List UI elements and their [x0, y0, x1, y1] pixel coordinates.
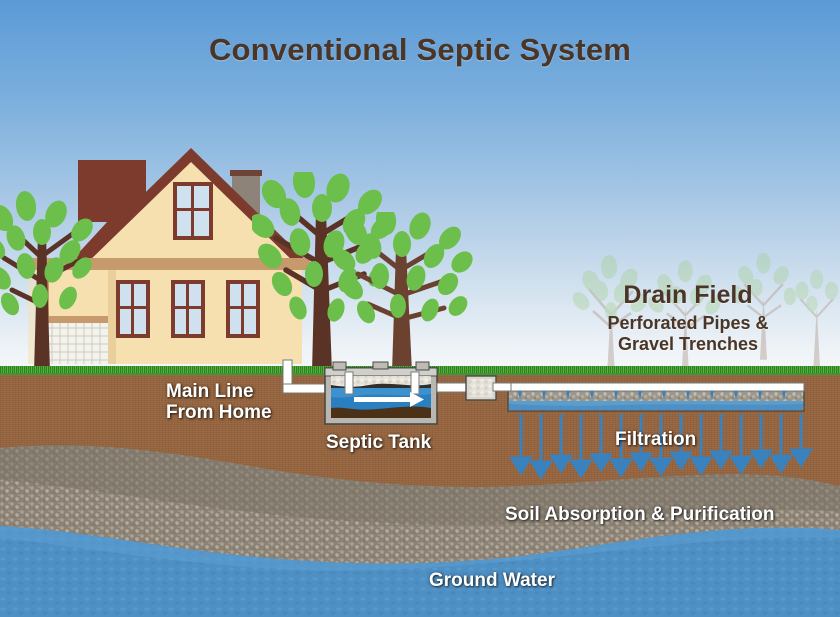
distribution-box: [465, 375, 497, 401]
label-main-line-1: Main Line: [166, 381, 254, 402]
label-ground-water: Ground Water: [429, 570, 555, 591]
tree-far-left: [0, 191, 93, 372]
page-title: Conventional Septic System: [208, 32, 632, 67]
flow-arrow: [354, 392, 424, 407]
perforated-pipe: [495, 382, 805, 392]
ground-cross-section: [0, 366, 840, 617]
subsurface-layers: [0, 445, 840, 617]
septic-tank: [324, 361, 438, 425]
label-soil-absorption: Soil Absorption & Purification: [505, 504, 775, 525]
label-drain-field-sub2: Gravel Trenches: [617, 334, 759, 354]
label-septic-tank: Septic Tank: [326, 432, 432, 453]
tank-outlet-pipe: [436, 382, 468, 393]
background-trees: [572, 252, 839, 375]
label-drain-field-sub1: Perforated Pipes &: [607, 313, 769, 333]
label-filtration: Filtration: [615, 429, 697, 450]
filtration-arrows: [509, 414, 813, 480]
tree-mid-right: [332, 212, 473, 372]
label-drain-field: Drain Field: [623, 281, 753, 309]
pipe-perforation-drips: [518, 391, 786, 400]
drain-field-trench: [492, 382, 805, 412]
label-main-line-2: From Home: [166, 402, 272, 423]
